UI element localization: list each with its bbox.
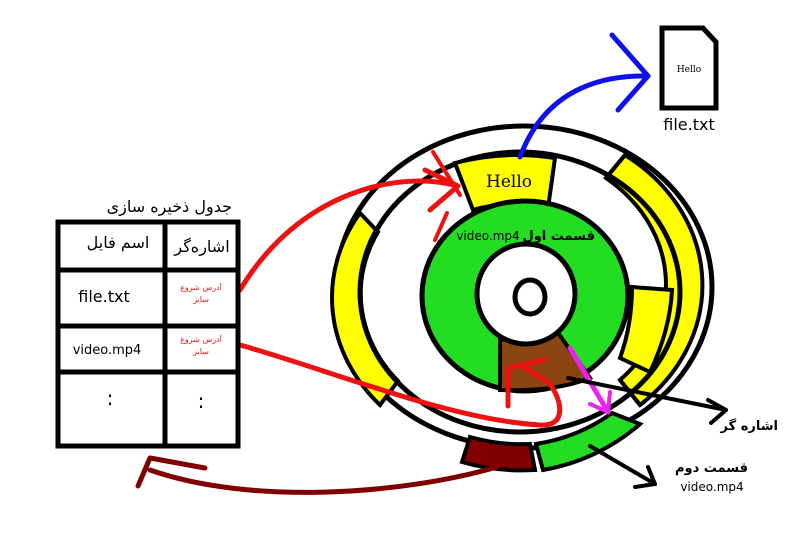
- table-row-1-name: file.txt: [78, 287, 129, 306]
- table-row-1-pointer-line2: سایز: [192, 295, 209, 304]
- table-ellipsis-pointer: :: [198, 389, 205, 413]
- magenta-arrow: [567, 345, 611, 415]
- storage-table: [55, 219, 241, 449]
- table-header-name: اسم فایل: [87, 233, 150, 252]
- table-row-2-pointer-line2: سایز: [192, 347, 209, 356]
- file-icon-content: Hello: [677, 65, 701, 75]
- pointer-label: اشاره گر: [720, 418, 778, 434]
- outer-green-sector: [533, 410, 644, 473]
- red-arrow-videomp4: [237, 342, 563, 428]
- table-row-1-pointer-line1: آدرس شروع: [180, 282, 222, 292]
- first-part-label: قسمت اول: [522, 229, 595, 244]
- table-header-pointer: اشاره‌گر: [173, 237, 229, 257]
- file-icon: Hello: [659, 25, 719, 111]
- outer-yellow-sector-right: [603, 152, 705, 408]
- file-icon-caption: file.txt: [663, 115, 714, 134]
- second-part-label: قسمت دوم: [675, 461, 748, 476]
- table-row-2-name: video.mp4: [73, 343, 142, 358]
- table-title: جدول ذخیره سازی: [107, 197, 232, 217]
- first-part-file: video.mp4: [456, 229, 519, 243]
- darkred-arrow: [147, 464, 500, 495]
- outer-darkred-sector: [459, 434, 538, 473]
- middle-yellow-sector-right: [617, 284, 675, 375]
- second-part-file: video.mp4: [680, 480, 743, 494]
- table-row-2-pointer-line1: آدرس شروع: [180, 334, 222, 344]
- red-arrow-filetxt: [237, 178, 461, 293]
- disk: Hello قسمت اول video.mp4: [330, 123, 715, 473]
- pointer-arrow: [566, 376, 728, 412]
- table-ellipsis-name: :: [107, 386, 114, 410]
- blue-arrow: [517, 73, 651, 160]
- hello-sector-label: Hello: [486, 172, 532, 192]
- second-part-arrow: [588, 444, 657, 486]
